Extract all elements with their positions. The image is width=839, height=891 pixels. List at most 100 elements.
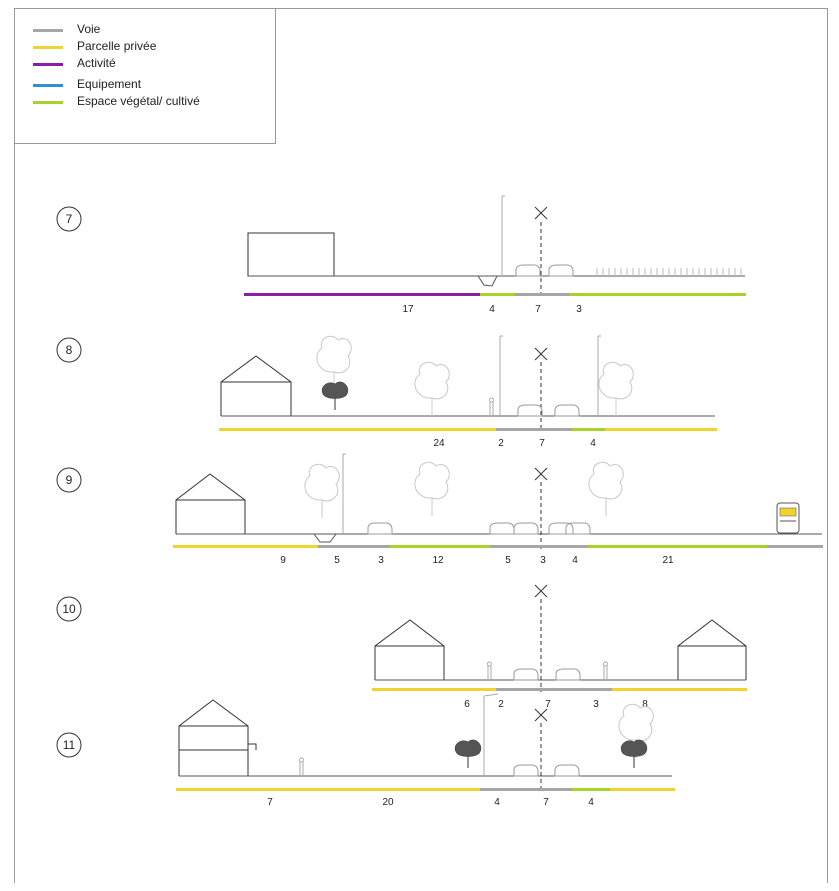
width-label: 2 (498, 699, 504, 710)
band-parcelle-privee (372, 688, 496, 691)
legend-swatch-equipement (33, 84, 63, 87)
legend-swatch-activite (33, 63, 63, 66)
car (554, 764, 580, 777)
balcony (248, 743, 257, 750)
tree-icon (316, 335, 352, 391)
building (247, 232, 335, 277)
tree-icon (588, 461, 624, 517)
band-parcelle-privee (219, 428, 496, 431)
section-number-circle (56, 206, 82, 232)
band-espace-vegetal (572, 788, 610, 791)
width-label: 4 (489, 304, 495, 315)
band-voie (496, 428, 572, 431)
band-parcelle-privee (173, 545, 318, 548)
street-lamp (342, 453, 347, 535)
band-espace-vegetal (570, 293, 746, 296)
band-espace-vegetal (480, 293, 515, 296)
band-voie (496, 688, 612, 691)
house (677, 619, 747, 680)
section-9: 9 9 5 3 12 5 3 4 21 (56, 453, 823, 566)
car (513, 668, 539, 681)
width-label: 4 (590, 438, 596, 449)
pedestrian-icon (603, 661, 608, 681)
width-label: 7 (267, 797, 273, 808)
car (548, 522, 574, 535)
car (513, 522, 539, 535)
section-8: 8 24 2 7 4 (56, 335, 717, 449)
section-number-circle (56, 337, 82, 363)
width-label: 17 (402, 304, 414, 315)
axis-marker (534, 584, 548, 598)
car (548, 264, 574, 277)
width-label: 3 (593, 699, 599, 710)
width-label: 8 (642, 699, 648, 710)
car (555, 668, 581, 681)
width-label: 20 (382, 797, 394, 808)
section-number: 9 (66, 473, 73, 487)
crops (596, 268, 742, 276)
tree-icon (454, 739, 482, 769)
car (489, 522, 515, 535)
width-label: 24 (433, 438, 445, 449)
street-lamp (499, 335, 504, 417)
width-label: 4 (588, 797, 594, 808)
car (554, 404, 580, 417)
street-lamp (483, 693, 499, 776)
axis-marker (534, 206, 548, 220)
width-label: 2 (498, 438, 504, 449)
section-number: 10 (62, 602, 76, 616)
width-label: 3 (576, 304, 582, 315)
band-voie (490, 545, 587, 548)
section-number: 11 (63, 738, 76, 752)
width-label: 3 (540, 555, 546, 566)
axis-marker (534, 467, 548, 481)
section-number-circle (56, 732, 82, 758)
tree-icon (598, 361, 634, 417)
tree-icon (321, 381, 349, 411)
street-lamp (597, 335, 602, 417)
ditch (313, 533, 337, 543)
section-10: 10 6 2 7 3 8 (56, 584, 747, 710)
legend-label-parcelle-privee: Parcelle privée (77, 39, 157, 53)
axis-marker (534, 708, 548, 722)
house (178, 699, 249, 776)
house (374, 619, 445, 680)
tree-icon (620, 739, 648, 769)
figure-frame (14, 8, 828, 883)
width-label: 9 (280, 555, 286, 566)
legend-swatch-espace-vegetal (33, 101, 63, 104)
width-label: 5 (505, 555, 511, 566)
street-lamp (501, 195, 506, 277)
car (565, 522, 591, 535)
section-number: 7 (66, 212, 73, 226)
band-espace-vegetal (572, 428, 605, 431)
car (517, 404, 543, 417)
legend-swatch-parcelle-privee (33, 46, 63, 49)
band-voie (318, 545, 390, 548)
house (220, 355, 292, 416)
width-label: 3 (378, 555, 384, 566)
width-label: 21 (662, 555, 674, 566)
pedestrian-icon (489, 397, 494, 417)
car (515, 264, 541, 277)
band-parcelle-privee (605, 428, 717, 431)
width-label: 6 (464, 699, 470, 710)
band-parcelle-privee (612, 688, 747, 691)
legend-swatch-voie (33, 29, 63, 32)
tree-icon (414, 461, 450, 517)
width-label: 7 (539, 438, 545, 449)
section-7: 7 17 4 7 3 (56, 195, 746, 315)
width-label: 12 (432, 555, 444, 566)
band-voie (515, 293, 570, 296)
band-voie (480, 788, 572, 791)
legend-label-equipement: Equipement (77, 77, 142, 91)
band-parcelle-privee (610, 788, 675, 791)
tree-icon (304, 463, 340, 519)
band-espace-vegetal (390, 545, 490, 548)
section-number-circle (56, 467, 82, 493)
width-label: 4 (572, 555, 578, 566)
section-11: 11 7 20 4 7 4 (56, 693, 675, 808)
car (513, 764, 539, 777)
width-label: 5 (334, 555, 340, 566)
